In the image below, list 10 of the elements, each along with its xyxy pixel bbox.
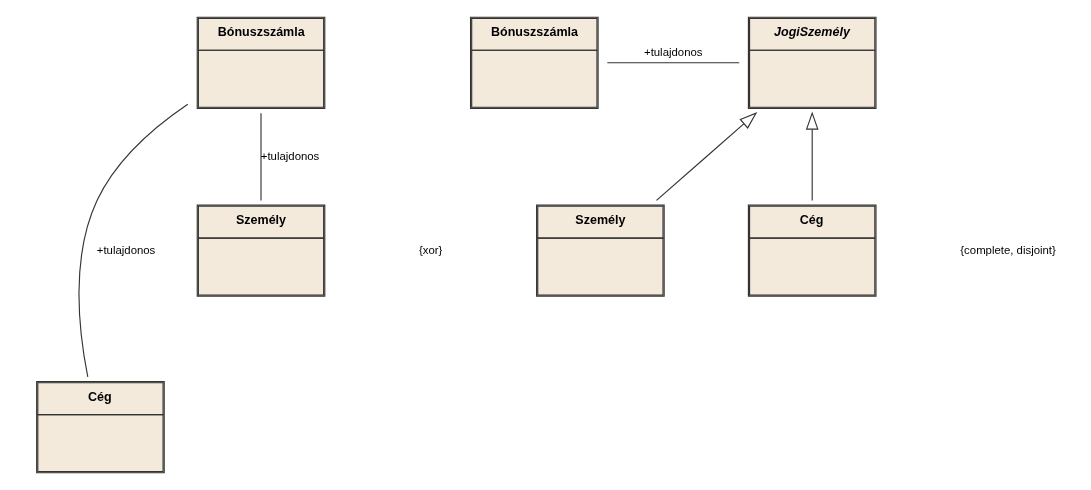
- edge-label: +tulajdonos: [260, 149, 319, 162]
- connector: [77, 103, 188, 378]
- label: {xor}: [418, 243, 442, 256]
- arrow: [655, 112, 757, 201]
- edge-label: +tulajdonos: [96, 243, 155, 256]
- connector: [606, 62, 740, 64]
- arrow: [805, 111, 819, 201]
- connector: [259, 112, 262, 201]
- label: {complete, disjoint}: [959, 243, 1056, 256]
- edge-label: +tulajdonos: [643, 45, 703, 58]
